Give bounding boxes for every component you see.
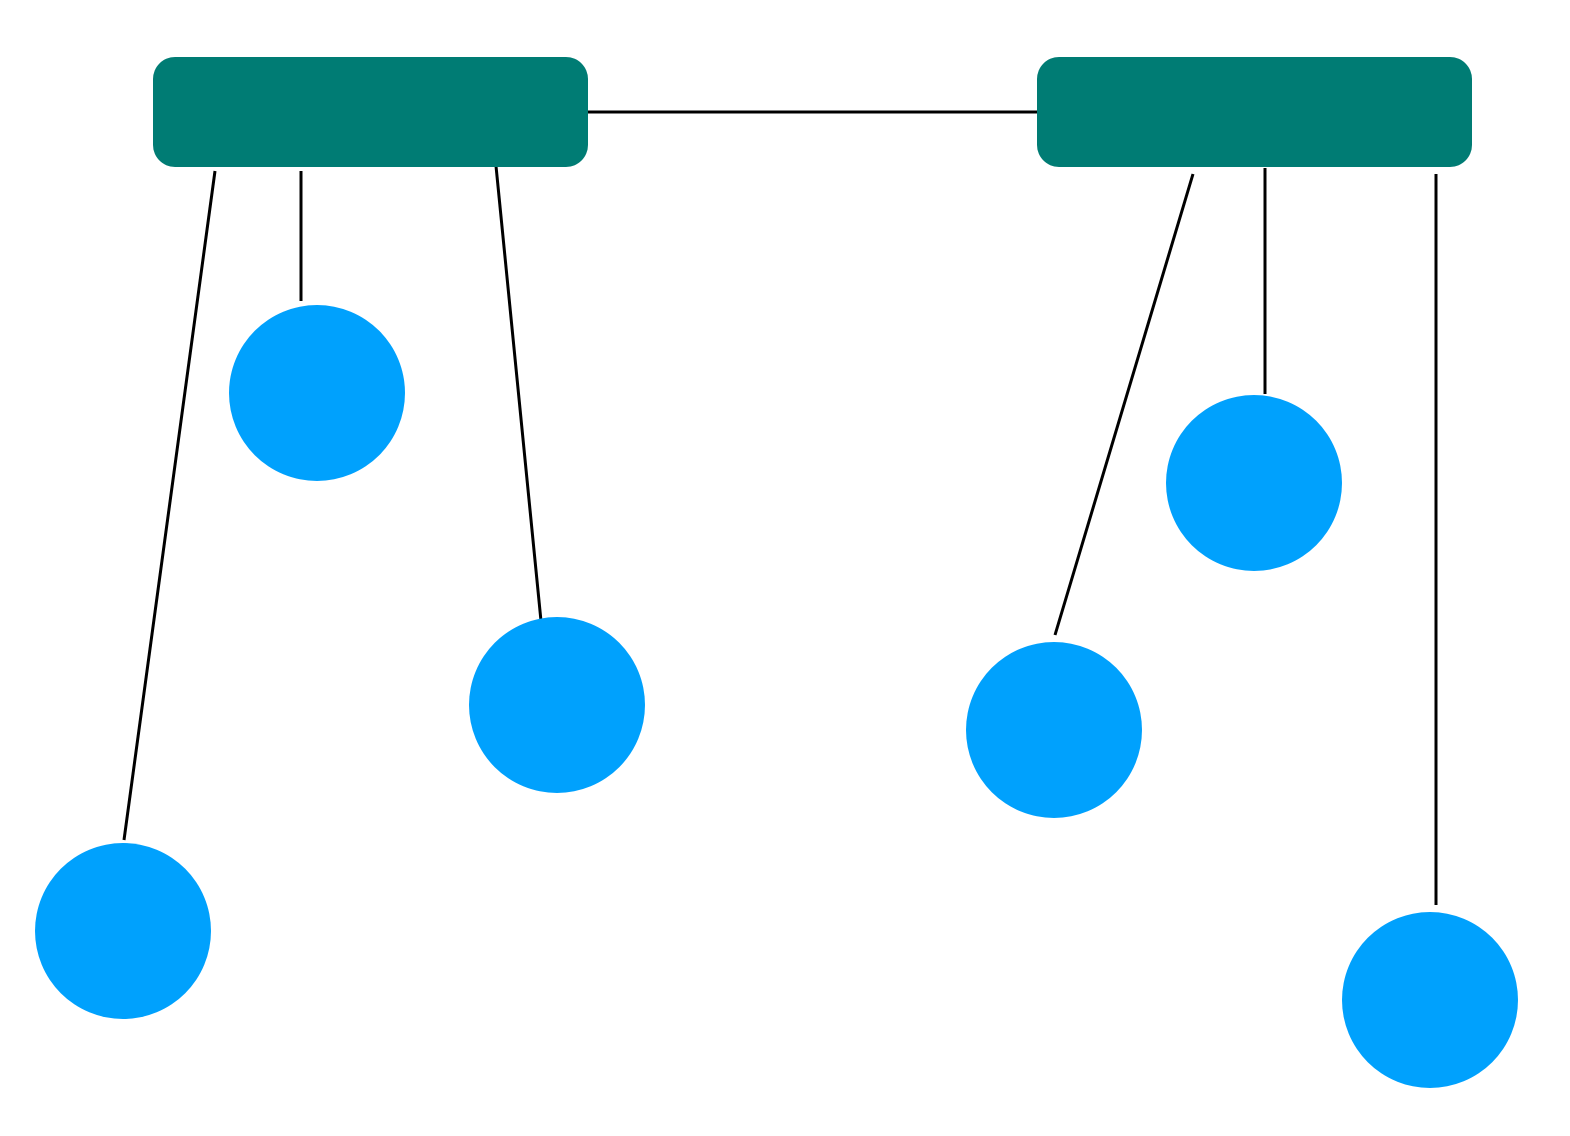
hub-right bbox=[1037, 57, 1472, 167]
connector-left-inner bbox=[494, 165, 543, 622]
node-right-inner-circle bbox=[966, 642, 1142, 818]
hub-left bbox=[153, 57, 588, 167]
node-left-outer-circle bbox=[35, 843, 211, 1019]
node-left-outer bbox=[35, 843, 211, 1019]
connector-right-inner bbox=[1053, 173, 1195, 636]
node-left-middle bbox=[229, 305, 405, 481]
node-left-inner-circle bbox=[469, 617, 645, 793]
node-left-middle-circle bbox=[229, 305, 405, 481]
node-right-middle-circle bbox=[1166, 395, 1342, 571]
node-right-outer-circle bbox=[1342, 912, 1518, 1088]
node-left-inner bbox=[469, 617, 645, 793]
node-right-outer bbox=[1342, 912, 1518, 1088]
connector-left-outer bbox=[122, 170, 217, 841]
node-right-inner bbox=[966, 642, 1142, 818]
hub-right-box bbox=[1037, 57, 1472, 167]
hub-left-box bbox=[153, 57, 588, 167]
node-right-middle bbox=[1166, 395, 1342, 571]
